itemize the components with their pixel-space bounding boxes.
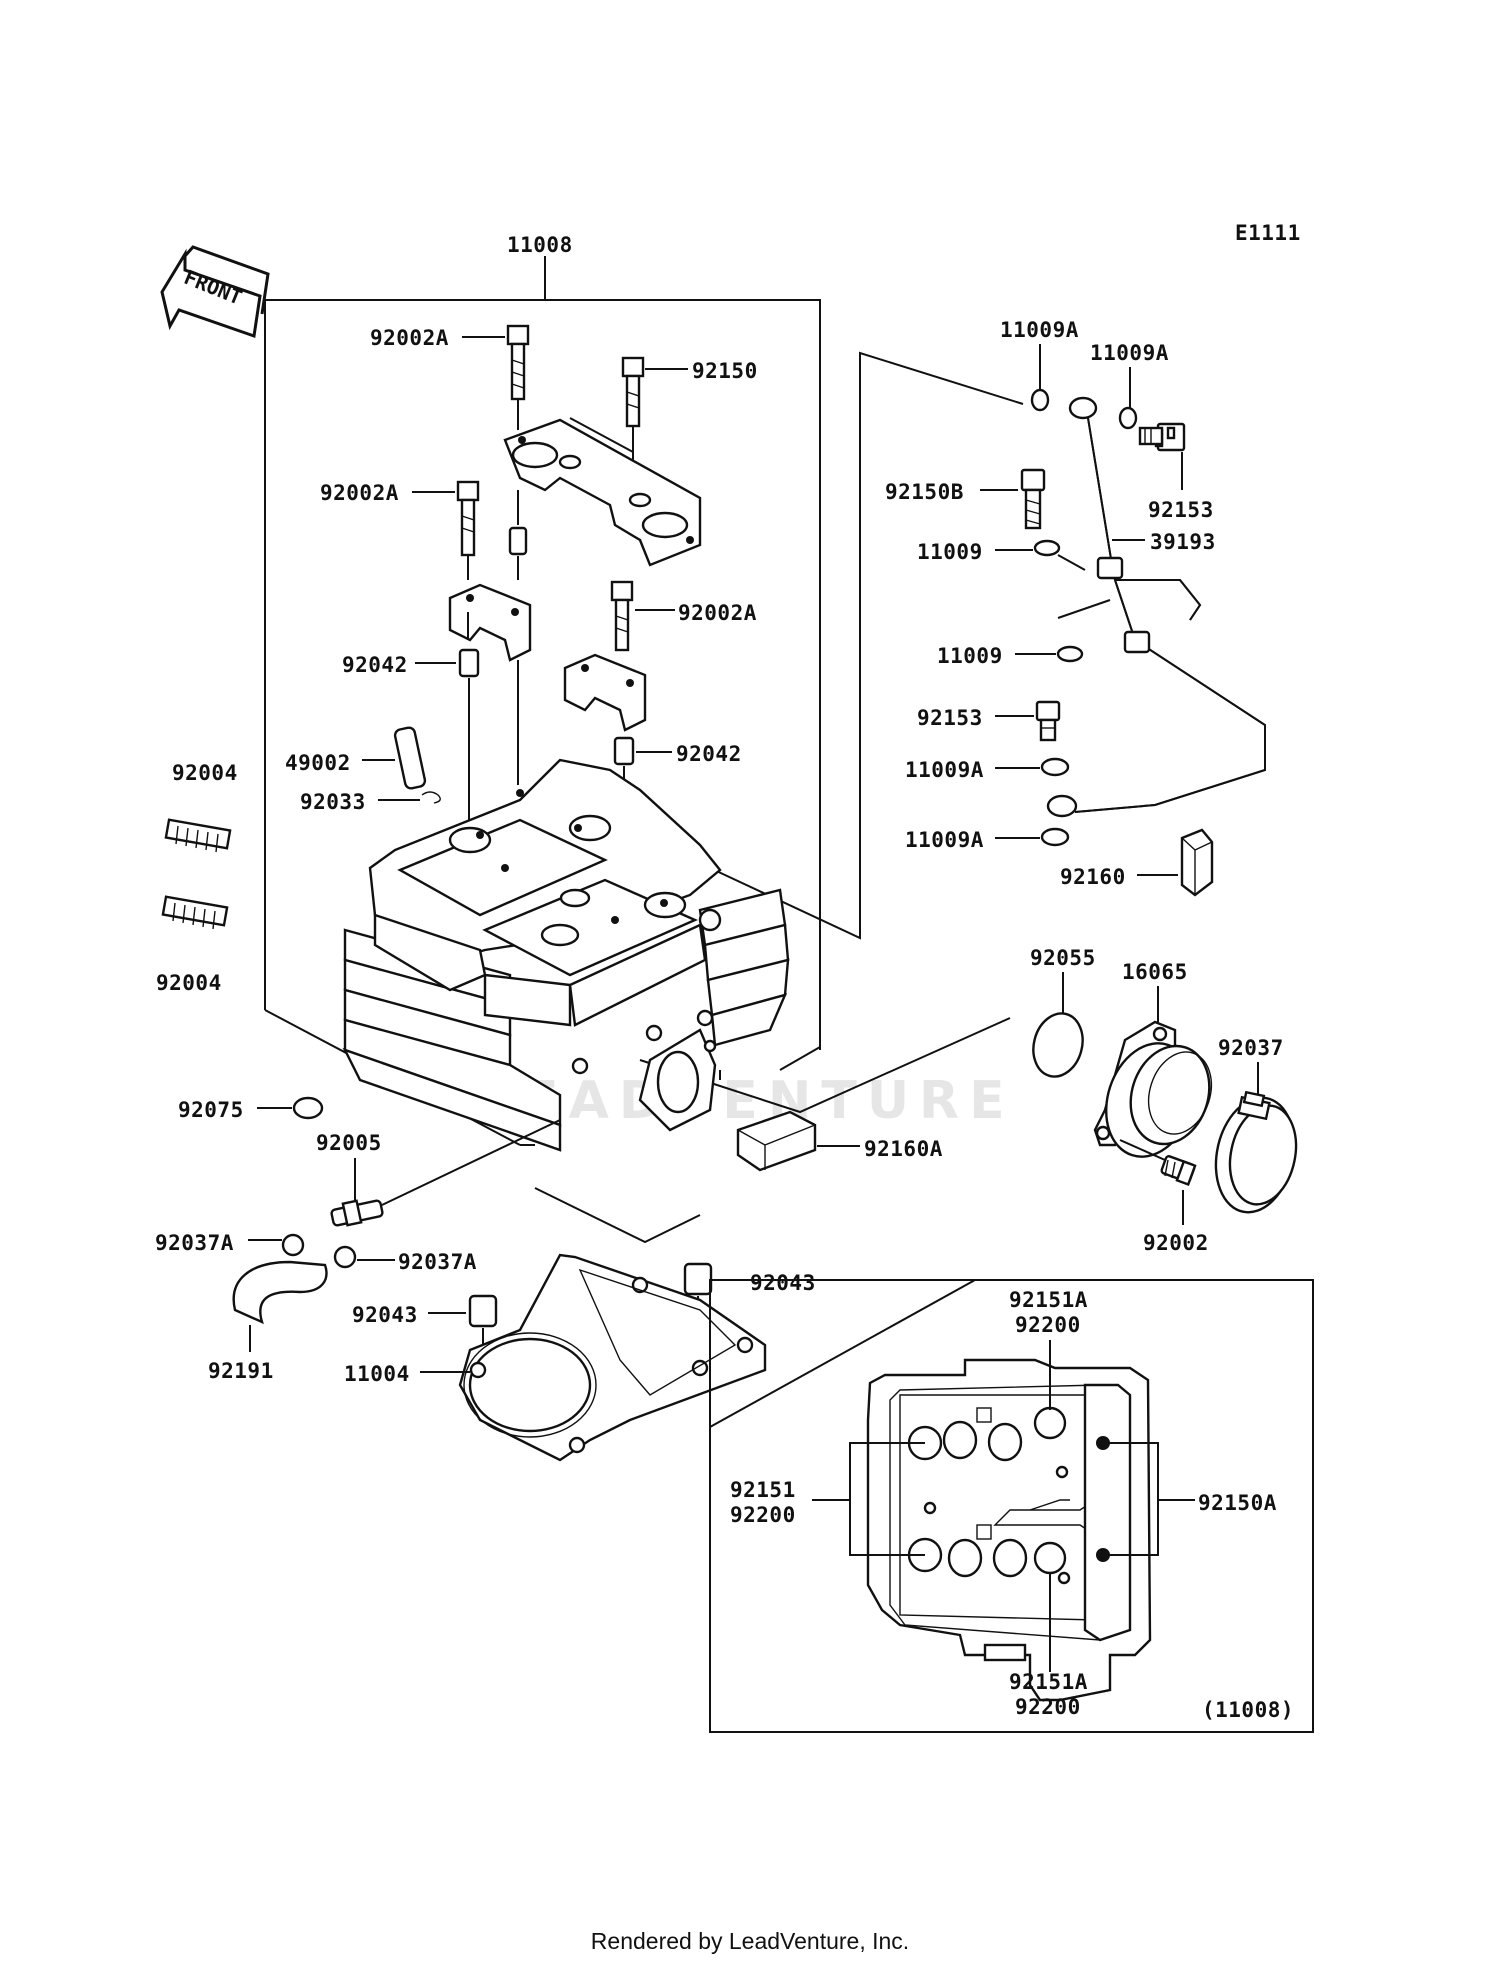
guide-49002	[393, 726, 427, 790]
washer-11009-1	[1033, 539, 1061, 557]
label-92150A: 92150A	[1198, 1491, 1277, 1515]
label-11009A-3: 11009A	[905, 758, 984, 782]
label-92043-2: 92043	[750, 1271, 816, 1295]
inset-box	[709, 1279, 1314, 1733]
label-92151: 92151	[730, 1478, 796, 1502]
clamp-92037A-left	[281, 1233, 305, 1257]
label-92160: 92160	[1060, 865, 1126, 889]
label-92191: 92191	[208, 1359, 274, 1383]
label-92151A-2: 92151A	[1009, 1670, 1088, 1694]
clip-92160	[1180, 828, 1214, 897]
label-92002A-1: 92002A	[370, 326, 449, 350]
label-92200-2: 92200	[730, 1503, 796, 1527]
label-11009A-4: 11009A	[905, 828, 984, 852]
label-92004-1: 92004	[172, 761, 238, 785]
inset-cylinder-head-top	[866, 1358, 1152, 1702]
label-92002: 92002	[1143, 1231, 1209, 1255]
bolt-92002	[1160, 1155, 1197, 1186]
bolt-92002A-low	[610, 580, 634, 652]
label-92200-1: 92200	[1015, 1313, 1081, 1337]
label-92150: 92150	[692, 359, 758, 383]
label-11004: 11004	[344, 1362, 410, 1386]
bracket-11008	[264, 256, 821, 1244]
label-92150B: 92150B	[885, 480, 964, 504]
label-92153-1: 92153	[1148, 498, 1214, 522]
bolt-92002A-top	[506, 324, 530, 401]
label-92043-1: 92043	[352, 1303, 418, 1327]
label-92002A-3: 92002A	[678, 601, 757, 625]
bolt-92002A-mid	[456, 480, 480, 557]
washer-11009A-1	[1030, 388, 1050, 412]
oring-92055	[1032, 1012, 1084, 1078]
label-39193: 39193	[1150, 530, 1216, 554]
washer-11009-2	[1056, 645, 1084, 663]
holder-16065	[1093, 1020, 1213, 1158]
label-92160A: 92160A	[864, 1137, 943, 1161]
label-11008-inset: (11008)	[1202, 1698, 1294, 1722]
label-92037A-2: 92037A	[398, 1250, 477, 1274]
label-92002A-2: 92002A	[320, 481, 399, 505]
circlip-92033	[421, 791, 441, 804]
dowel-92043-left	[468, 1294, 498, 1328]
washer-11009A-4	[1040, 827, 1070, 847]
label-92200-3: 92200	[1015, 1695, 1081, 1719]
watermark: LEADVENTURE	[480, 1071, 1015, 1131]
clamp-92037A-right	[333, 1245, 357, 1269]
dowel-upper	[508, 526, 528, 556]
head-gasket-11004	[458, 1253, 767, 1462]
label-92004-2: 92004	[156, 971, 222, 995]
front-arrow-icon: FRONT	[160, 245, 270, 339]
diagram-code: E1111	[1235, 221, 1301, 245]
bolt-92153-top	[1138, 422, 1186, 452]
dowel-92042-left	[458, 648, 480, 678]
bolt-92150B	[1020, 468, 1046, 530]
label-11009-1: 11009	[917, 540, 983, 564]
label-92033: 92033	[300, 790, 366, 814]
label-92075: 92075	[178, 1098, 244, 1122]
label-92042-2: 92042	[676, 742, 742, 766]
label-11009A-1: 11009A	[1000, 318, 1079, 342]
bolt-92150	[621, 356, 645, 428]
washer-11009A-2	[1118, 406, 1138, 430]
camshaft-cap-left	[448, 583, 532, 662]
washer-11009A-3	[1040, 757, 1070, 777]
label-92042-1: 92042	[342, 653, 408, 677]
label-92037: 92037	[1218, 1036, 1284, 1060]
fitting-92005	[330, 1199, 384, 1227]
camshaft-cap-right	[563, 653, 647, 732]
label-92005: 92005	[316, 1131, 382, 1155]
cylinder-head	[342, 758, 790, 1152]
bracket-oil-pipe	[709, 351, 1024, 940]
label-11008: 11008	[507, 233, 573, 257]
label-11009-2: 11009	[937, 644, 1003, 668]
label-16065: 16065	[1122, 960, 1188, 984]
hose-92191	[232, 1260, 328, 1325]
dowel-92043-right	[683, 1262, 713, 1296]
label-92153-2: 92153	[917, 706, 983, 730]
footer-credit: Rendered by LeadVenture, Inc.	[590, 1928, 910, 1954]
stud-92004-top	[164, 818, 232, 853]
plug-92075	[292, 1096, 324, 1120]
label-49002: 49002	[285, 751, 351, 775]
clamp-92037	[1214, 1090, 1298, 1214]
rubber-92160A	[736, 1110, 817, 1172]
label-11009A-2: 11009A	[1090, 341, 1169, 365]
camshaft-cap-upper	[503, 417, 702, 567]
stud-92004-bottom	[161, 895, 229, 930]
label-92055: 92055	[1030, 946, 1096, 970]
dowel-92042-right	[613, 736, 635, 766]
label-92151A-1: 92151A	[1009, 1288, 1088, 1312]
oil-pipe-39193	[1046, 396, 1266, 818]
bolt-92153-lower	[1035, 700, 1061, 742]
label-92037A-1: 92037A	[155, 1231, 234, 1255]
